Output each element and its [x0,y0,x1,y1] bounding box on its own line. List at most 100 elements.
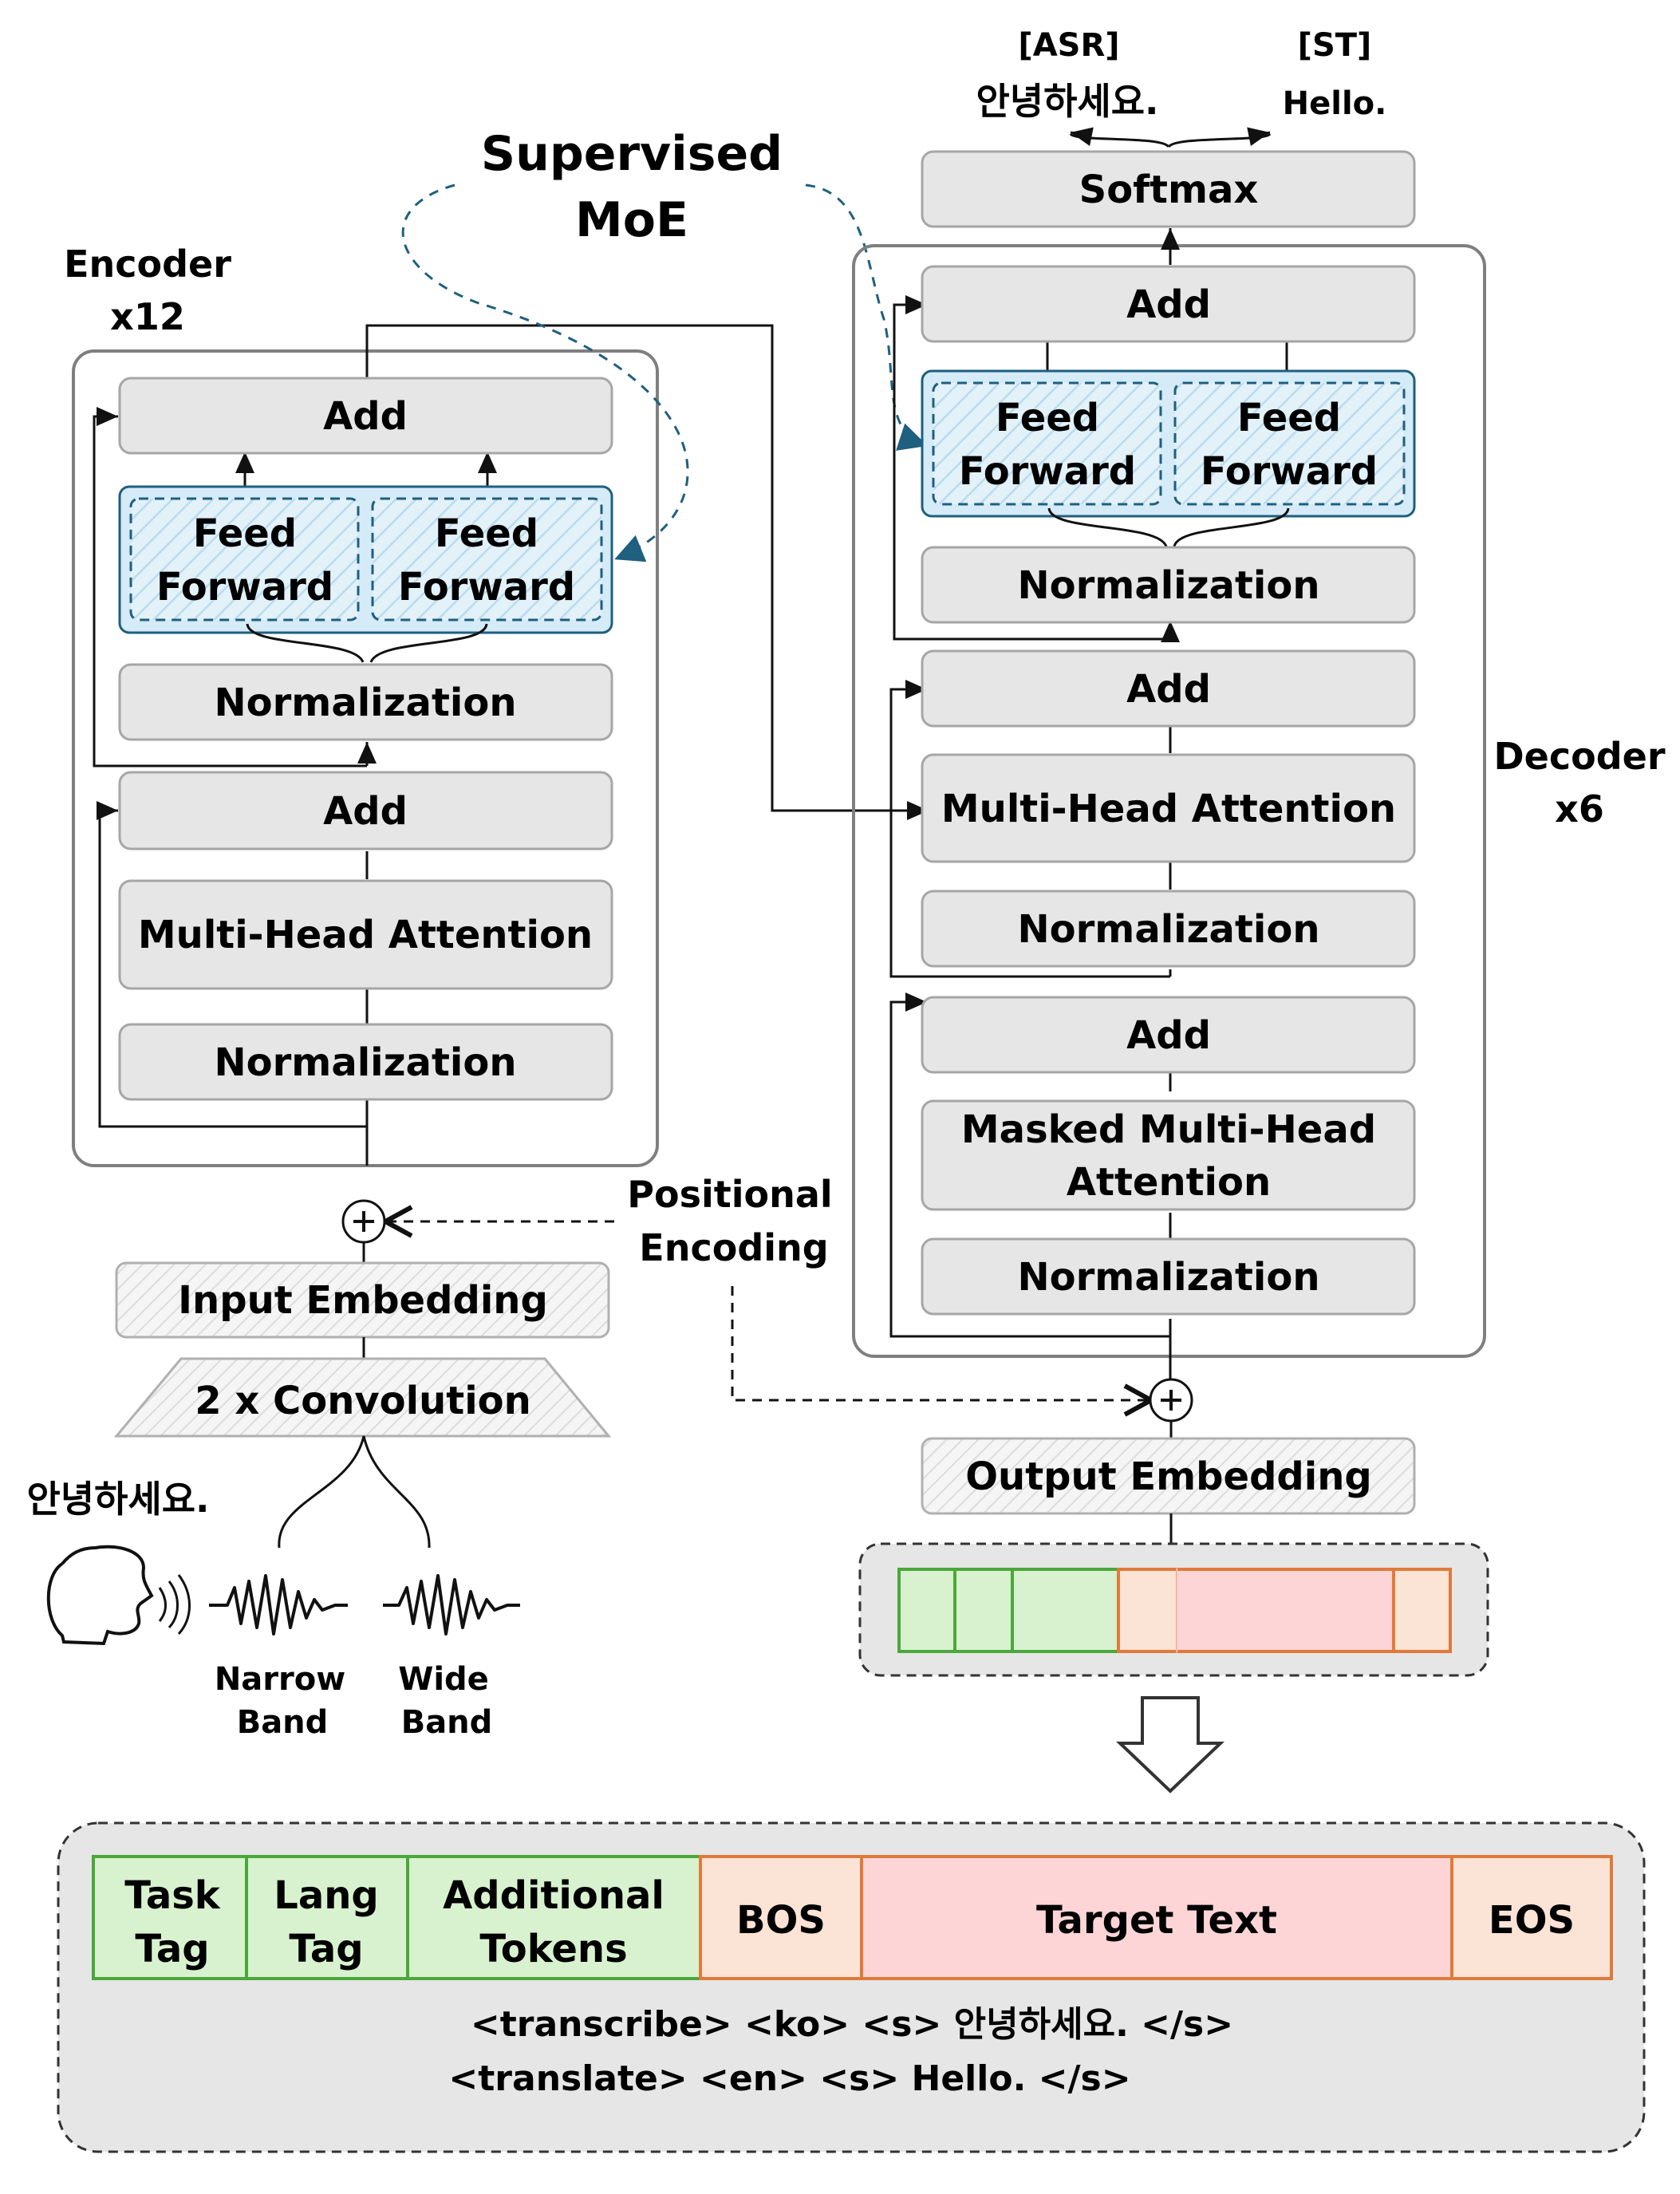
decoder-norm-top [921,546,1416,624]
encoder-norm-bottom-label: Normalization [214,1040,516,1085]
decoder-add-bottom [921,996,1416,1074]
outputs: [ASR] 안녕하세요. [ST] Hello. [976,27,1387,148]
token-additional-line1: Additional [443,1873,665,1918]
decoder-ff1-line2: Forward [959,449,1136,494]
token-eos-label: EOS [1489,1898,1575,1943]
encoder-add-bottom [118,771,613,850]
decoder-label-line2: x6 [1555,787,1604,831]
input-side: Input Embedding 2 x Convolution 안녕하세요. N… [26,1261,612,1741]
example-line1: <transcribe> <ko> <s> 안녕하세요. </s> [471,2004,1233,2045]
decoder-ff1-line1: Feed [996,396,1099,440]
token-legend: Task Tag Lang Tag Additional Tokens BOS … [57,1821,1646,2153]
encoder-add-top [118,377,613,455]
encoder-mha [118,879,613,990]
decoder-ff2-line2: Forward [1201,449,1378,494]
output-embedding-block [921,1437,1416,1515]
bands-brace [278,1435,431,1549]
decoder-ff2-line1: Feed [1237,396,1341,440]
mini-token-target [1176,1568,1395,1653]
moe-dashed-arrow-right [805,183,928,451]
speaking-head-icon [46,1545,191,1646]
decoder-norm-mid [921,890,1416,968]
token-target-text [860,1855,1453,1980]
decoder-add-mid [921,649,1416,728]
output-embedding-label: Output Embedding [965,1454,1372,1499]
encoder-norm-top [118,663,613,741]
encoder: Encoder x12 Add Feed Forward Feed Forwar… [64,243,929,1167]
encoder-ff2-line1: Feed [435,511,538,556]
softmax-label: Softmax [1079,168,1259,212]
mini-token-task [897,1568,956,1653]
st-tag: [ST] [1298,27,1372,64]
decoder-masked-mha [921,1099,1416,1211]
output-embedding-area: Output Embedding [858,1437,1489,1793]
decoder-add-bottom-label: Add [1126,1013,1211,1058]
decoder-add-top-label: Add [1126,282,1211,327]
decoder-masked-line1: Masked Multi-Head [961,1107,1376,1152]
input-embedding-label: Input Embedding [178,1278,548,1323]
positional-line2: Encoding [639,1226,828,1269]
encoder-feed-forward-2 [371,497,603,622]
encoder-feed-forward-1 [129,497,360,622]
output-brace [1069,132,1272,148]
mini-token-additional [1011,1568,1120,1653]
mini-token-lang [953,1568,1014,1653]
encoder-mha-label: Multi-Head Attention [138,913,593,957]
decoder-norm-mid-label: Normalization [1017,907,1319,952]
decoder-norm-bottom-label: Normalization [1017,1255,1319,1300]
decoder: Decoder x6 Softmax Add Feed Forward Feed… [852,150,1666,1384]
wide-band-line1: Wide [398,1661,489,1698]
moe-title-line2: MoE [575,192,688,248]
positional-encoding: Positional Encoding [341,1173,1193,1438]
encoder-add-bottom-label: Add [323,789,408,834]
decoder-label-line1: Decoder [1493,735,1665,778]
decoder-mha [921,753,1416,863]
asr-text: 안녕하세요. [976,80,1158,123]
encoder-label-line1: Encoder [64,243,231,286]
mini-token-bos [1117,1568,1179,1653]
token-lang-line1: Lang [274,1873,379,1918]
narrow-band-line2: Band [237,1704,329,1741]
token-eos [1450,1855,1613,1980]
mini-token-eos [1392,1568,1452,1653]
token-additional-line2: Tokens [479,1927,627,1971]
narrow-band-waveform-icon [209,1574,348,1636]
convolution-label: 2 x Convolution [195,1379,531,1423]
token-task-tag [92,1855,248,1980]
supervised-moe-annotation: Supervised MoE [401,126,928,562]
example-line2: <translate> <en> <s> Hello. </s> [448,2058,1130,2099]
speech-text: 안녕하세요. [26,1478,209,1521]
encoder-norm-top-label: Normalization [214,681,516,725]
token-bos-label: BOS [736,1898,826,1943]
convolution-block [113,1357,612,1438]
decoder-norm-bottom [921,1237,1416,1316]
token-target-label: Target Text [1036,1898,1277,1943]
token-lang-line2: Tag [289,1927,363,1971]
token-lang-tag [245,1855,409,1980]
softmax-block [921,150,1416,228]
decoder-masked-line2: Attention [1067,1160,1271,1205]
encoder-norm-bottom [118,1023,613,1101]
positional-line1: Positional [627,1173,832,1216]
decoder-mha-label: Multi-Head Attention [941,787,1396,831]
st-text: Hello. [1283,85,1387,122]
decoder-router-brace [1047,507,1290,547]
encoder-label-line2: x12 [110,295,185,338]
token-task-line2: Tag [135,1927,209,1971]
encoder-add-top-label: Add [323,394,408,439]
encoder-ff2-line2: Forward [398,565,575,610]
decoder-add-top [921,265,1416,343]
wide-band-line2: Band [401,1704,493,1741]
moe-title-line1: Supervised [481,126,783,182]
encoder-router-brace [246,623,488,663]
encoder-ff1-line2: Forward [156,565,333,610]
token-task-line1: Task [124,1873,221,1918]
decoder-feed-forward-1 [932,381,1162,506]
decoder-norm-top-label: Normalization [1017,563,1319,608]
encoder-ff1-line1: Feed [193,511,297,556]
asr-tag: [ASR] [1018,27,1119,64]
decoder-feed-forward-2 [1173,381,1406,506]
moe-dashed-arrow-left [401,183,689,562]
token-additional [406,1855,702,1980]
